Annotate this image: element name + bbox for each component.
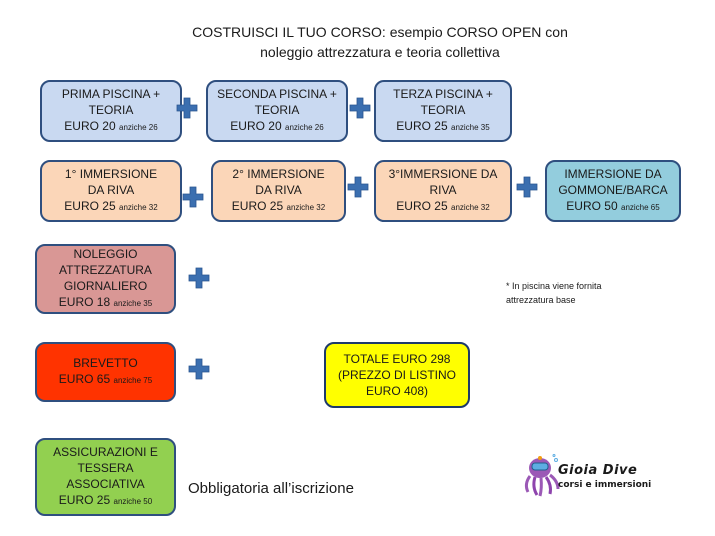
box-label-line: TEORIA (254, 103, 300, 117)
box-label-line: BREVETTO (73, 356, 138, 370)
box-price: EURO 25 anziche 50 (58, 493, 153, 507)
note-line: attrezzatura base (506, 295, 576, 305)
plus-icon (347, 176, 369, 198)
box-label-line: PRIMA PISCINA + (61, 87, 161, 101)
box-label-line: ASSOCIATIVA (66, 477, 145, 491)
box-seconda-immersione: 2° IMMERSIONE DA RIVA EURO 25 anziche 32 (211, 160, 346, 222)
plus-icon (188, 267, 210, 289)
box-label-line: IMMERSIONE DA (564, 167, 662, 181)
logo-name: Gioia Dive (558, 463, 638, 478)
box-price: EURO 25 anziche 32 (64, 199, 158, 213)
box-brevetto: BREVETTO EURO 65 anziche 75 (35, 342, 176, 402)
box-label-line: ASSICURAZIONI E (53, 445, 158, 459)
box-seconda-piscina: SECONDA PISCINA + TEORIA EURO 20 anziche… (206, 80, 348, 142)
logo-subtitle: corsi e immersioni (558, 480, 652, 490)
box-label-line: SECONDA PISCINA + (217, 87, 337, 101)
box-price: EURO 25 anziche 32 (396, 199, 490, 213)
note-line: * In piscina viene fornita (506, 281, 602, 291)
title-line-2: noleggio attrezzatura e teoria collettiv… (260, 44, 500, 60)
box-price: EURO 20 anziche 26 (64, 119, 158, 133)
box-prima-immersione: 1° IMMERSIONE DA RIVA EURO 25 anziche 32 (40, 160, 182, 222)
box-label-line: DA RIVA (255, 183, 302, 197)
box-label-line: DA RIVA (87, 183, 135, 197)
box-label-line: ATTREZZATURA (59, 263, 152, 277)
box-terza-immersione: 3°IMMERSIONE DA RIVA EURO 25 anziche 32 (374, 160, 512, 222)
plus-icon (188, 358, 210, 380)
logo-text: Gioia Dive corsi e immersioni (558, 463, 651, 490)
box-label-line: TESSERA (77, 461, 134, 475)
box-prima-piscina: PRIMA PISCINA + TEORIA EURO 20 anziche 2… (40, 80, 182, 142)
box-immersione-gommone: IMMERSIONE DA GOMMONE/BARCA EURO 50 anzi… (545, 160, 681, 222)
diagram-title: COSTRUISCI IL TUO CORSO: esempio CORSO O… (150, 22, 610, 62)
title-line-1: COSTRUISCI IL TUO CORSO: esempio CORSO O… (192, 24, 568, 40)
box-label-line: GIORNALIERO (63, 279, 148, 293)
box-label-line: 2° IMMERSIONE (232, 167, 325, 181)
box-terza-piscina: TERZA PISCINA + TEORIA EURO 25 anziche 3… (374, 80, 512, 142)
box-noleggio-attrezzatura: NOLEGGIO ATTREZZATURA GIORNALIERO EURO 1… (35, 244, 176, 314)
pool-equipment-note: * In piscina viene fornita attrezzatura … (506, 279, 666, 307)
box-label-line: 3°IMMERSIONE DA (388, 167, 498, 181)
box-totale: TOTALE EURO 298 (PREZZO DI LISTINO EURO … (324, 342, 470, 408)
total-line: TOTALE EURO 298 (343, 352, 451, 366)
box-label-line: RIVA (429, 183, 457, 197)
total-line: EURO 408) (365, 384, 429, 398)
box-assicurazioni: ASSICURAZIONI E TESSERA ASSOCIATIVA EURO… (35, 438, 176, 516)
box-label-line: TEORIA (88, 103, 134, 117)
box-label-line: NOLEGGIO (73, 247, 138, 261)
octopus-logo-icon (524, 454, 560, 497)
box-label-line: TEORIA (420, 103, 466, 117)
plus-icon (176, 97, 198, 119)
plus-icon (349, 97, 371, 119)
box-label-line: GOMMONE/BARCA (558, 183, 668, 197)
box-price: EURO 50 anziche 65 (566, 199, 660, 213)
box-price: EURO 20 anziche 26 (230, 119, 324, 133)
mandatory-label: Obbligatoria all’iscrizione (188, 480, 354, 497)
box-price: EURO 65 anziche 75 (58, 372, 153, 386)
plus-icon (182, 186, 204, 208)
plus-icon (516, 176, 538, 198)
box-price: EURO 18 anziche 35 (58, 295, 153, 309)
total-line: (PREZZO DI LISTINO (337, 368, 456, 382)
box-label-line: 1° IMMERSIONE (64, 167, 158, 181)
box-price: EURO 25 anziche 35 (396, 119, 490, 133)
box-price: EURO 25 anziche 32 (231, 199, 326, 213)
box-label-line: TERZA PISCINA + (393, 87, 493, 101)
